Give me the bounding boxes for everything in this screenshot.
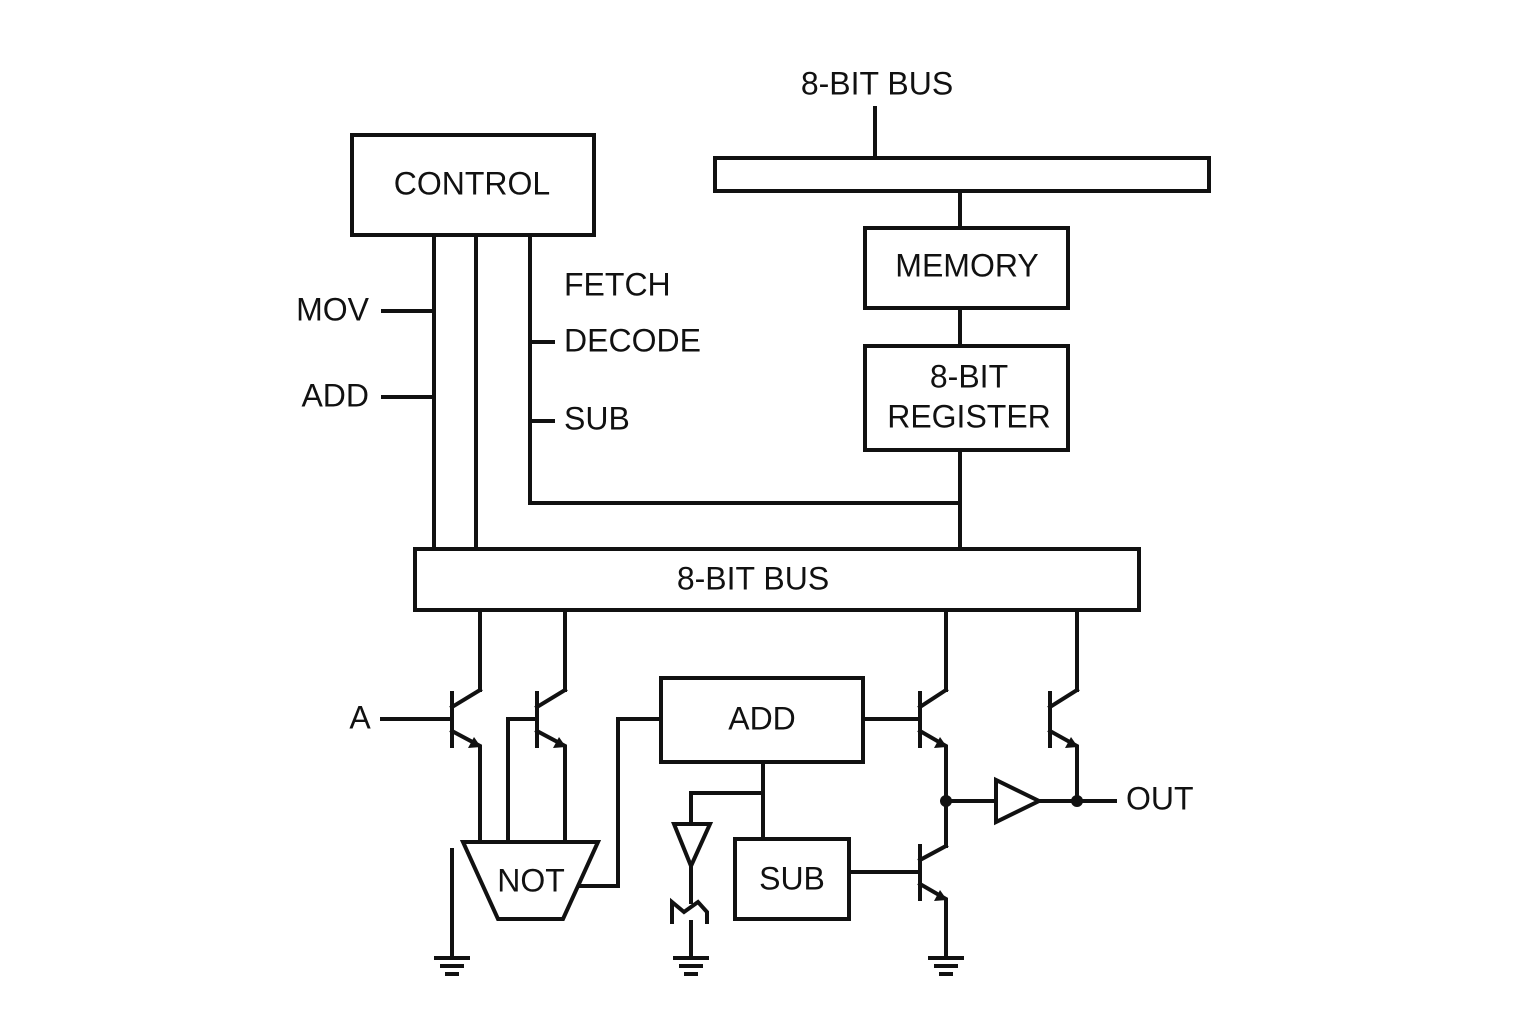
control-label: CONTROL: [394, 165, 550, 201]
memory-label: MEMORY: [895, 247, 1038, 283]
not-gate: NOT: [434, 717, 663, 976]
register-block: [863, 344, 1070, 452]
memory-register-column: MEMORY 8-BIT REGISTER: [863, 189, 1070, 551]
add-block-label: ADD: [728, 700, 796, 736]
sub-block: [733, 837, 851, 921]
transistor-4: [917, 843, 964, 976]
top-bus-label: 8-BIT BUS: [801, 65, 953, 101]
input-a-label: A: [349, 699, 371, 735]
output-stage: OUT: [940, 608, 1194, 826]
main-bus: 8-BIT BUS: [413, 547, 1141, 612]
transistor-2: [506, 608, 568, 844]
signal-mov-label: MOV: [296, 291, 370, 327]
sub-section: SUB: [733, 837, 922, 921]
output-buffer: [994, 776, 1044, 826]
register-label-line1: 8-BIT: [930, 358, 1008, 394]
output-label: OUT: [1126, 780, 1194, 816]
memory-block: [863, 226, 1070, 310]
control-section: CONTROL MOV ADD FETCH DECODE SUB: [296, 133, 962, 551]
register-label-line2: REGISTER: [887, 398, 1051, 434]
main-bus-label: 8-BIT BUS: [677, 560, 829, 596]
control-block: [350, 133, 596, 237]
signal-decode-label: DECODE: [564, 322, 701, 358]
signal-sub-label: SUB: [564, 400, 630, 436]
not-gate-label: NOT: [497, 862, 565, 898]
transistor-3: [861, 608, 949, 848]
signal-fetch-label: FETCH: [564, 266, 671, 302]
top-bus: 8-BIT BUS: [713, 65, 1211, 193]
sub-block-label: SUB: [759, 860, 825, 896]
transistor-a: A: [349, 608, 483, 844]
signal-add-label: ADD: [301, 377, 369, 413]
add-section: ADD: [659, 676, 865, 976]
